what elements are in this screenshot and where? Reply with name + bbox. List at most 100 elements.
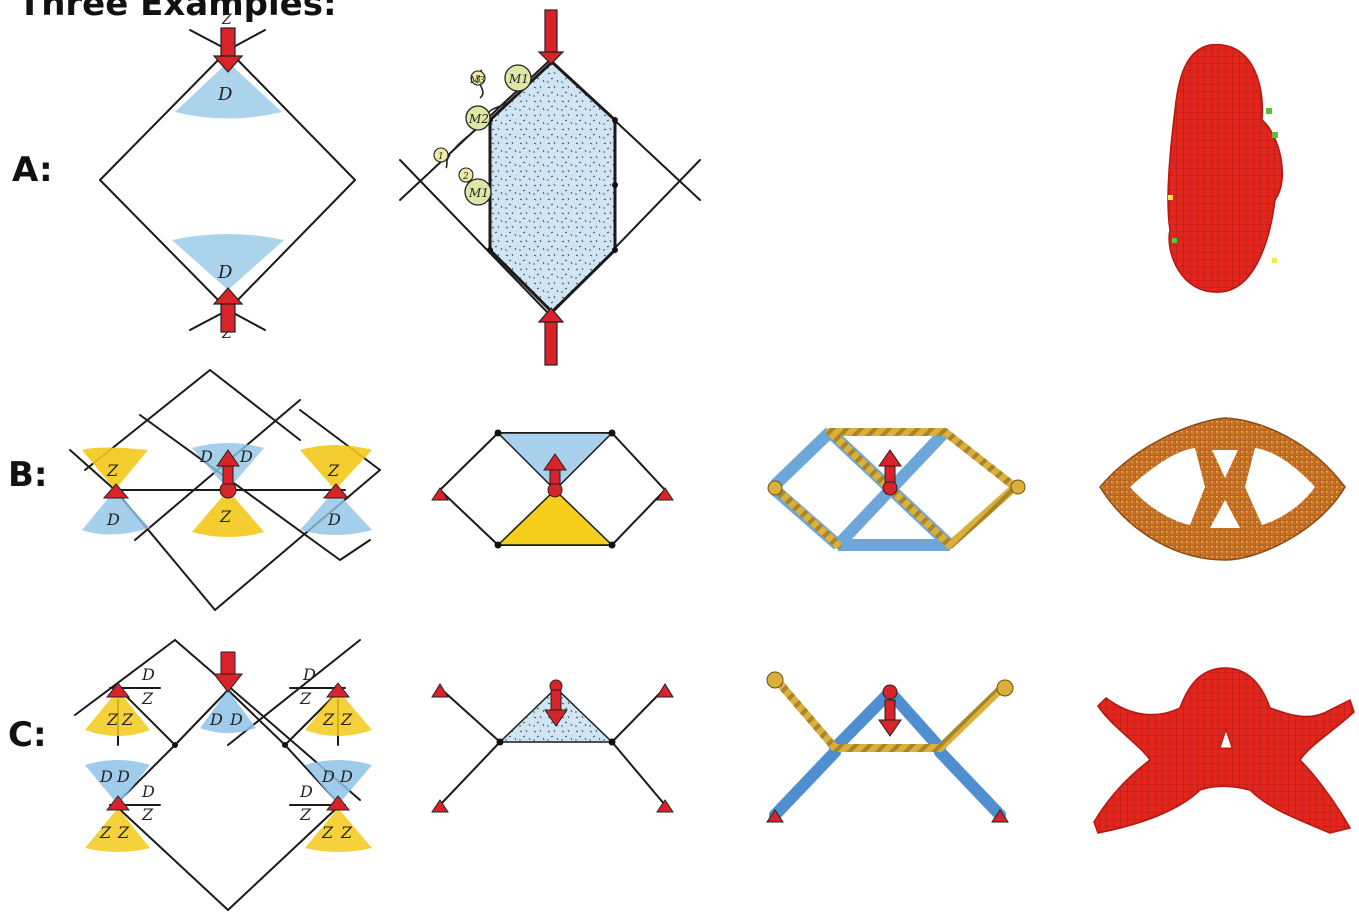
force-arrow — [220, 27, 236, 59]
mesh-void — [1210, 500, 1240, 528]
compression-mark: D — [339, 767, 353, 786]
compression-fan — [300, 490, 372, 535]
rope-knot — [1010, 479, 1026, 495]
row-label-c: C: — [8, 715, 47, 755]
node — [608, 541, 616, 549]
force-arrow-head — [212, 287, 244, 305]
mesh-element — [1272, 132, 1278, 138]
force-arrow-head — [543, 453, 567, 471]
row-a-fem-result — [1167, 43, 1283, 293]
compression-fan — [172, 234, 284, 290]
page-title: Three Examples: — [18, 0, 337, 24]
material-label: M2 — [468, 112, 489, 126]
support — [105, 682, 131, 698]
tension-mark: Z — [340, 823, 353, 842]
compression-mark: D — [302, 665, 316, 684]
force-arrow-head — [216, 449, 240, 467]
force-arrow-head — [212, 673, 244, 693]
rope-knot — [767, 480, 783, 496]
compression-mark: D — [199, 447, 213, 466]
compression-mark: D — [209, 710, 223, 729]
row-c-fem-result — [1093, 667, 1355, 834]
compression-mark: D — [141, 782, 155, 801]
force-arrow — [220, 301, 236, 333]
tension-mark: Z — [141, 805, 154, 824]
tension-mark: Z — [121, 710, 134, 729]
compression-mark: D — [217, 84, 233, 105]
support — [325, 795, 351, 811]
tension-fan — [85, 808, 150, 852]
tension-fan — [82, 447, 148, 490]
row-c-stress-field: D Z D Z Z Z Z Z D D D D D Z D D D Z Z Z … — [74, 639, 372, 911]
row-c-strut-tie — [431, 679, 674, 813]
force-arrow — [544, 319, 558, 366]
mesh-void — [1245, 448, 1315, 525]
material-label: 3 — [475, 75, 481, 85]
tension-mark: Z — [106, 710, 119, 729]
node — [172, 742, 178, 748]
row-a-truss-diamond: D D Z Z — [99, 12, 356, 342]
material-label: M3 — [469, 76, 485, 86]
compression-mark: D — [229, 710, 243, 729]
tension-mark: Z — [322, 710, 335, 729]
tension-mark: Z — [117, 823, 130, 842]
row-b-physical-model — [767, 427, 1026, 551]
material-label: M1 — [468, 186, 489, 200]
compression-fan — [82, 490, 150, 535]
mesh-shape — [1099, 417, 1346, 561]
tension-zone — [496, 488, 614, 546]
node — [608, 738, 616, 746]
support — [656, 799, 674, 813]
compression-mark: D — [327, 510, 341, 529]
mesh-void — [1212, 450, 1238, 478]
row-b-strut-tie — [431, 429, 674, 549]
material-label: 2 — [462, 172, 469, 182]
support — [431, 683, 449, 698]
node — [496, 738, 504, 746]
compression-fan — [305, 760, 372, 805]
tension-mark: Z — [299, 805, 312, 824]
support — [431, 799, 449, 813]
load-node — [547, 482, 563, 498]
row-b-stress-field: Z D D D Z Z D — [69, 369, 381, 611]
rope-knot — [996, 679, 1014, 697]
force-arrow-head — [878, 449, 902, 467]
compression-fan — [175, 62, 282, 119]
compression-fan — [85, 760, 150, 805]
tension-mark: Z — [299, 689, 312, 708]
force-arrow-head — [537, 307, 565, 323]
support — [656, 683, 674, 698]
mesh-void — [1219, 728, 1233, 749]
row-label-b: B: — [8, 455, 48, 495]
mesh-element — [1168, 195, 1173, 200]
tension-fan — [305, 690, 372, 736]
tension-mark: Z — [321, 823, 334, 842]
force-arrow-head — [212, 55, 244, 73]
tension-mark: Z — [221, 326, 232, 342]
node — [494, 429, 502, 437]
tension-mark: Z — [221, 12, 232, 28]
compression-mark: D — [239, 447, 253, 466]
tension-mark: Z — [99, 823, 112, 842]
mesh-void — [1130, 448, 1205, 525]
tension-fan — [305, 808, 372, 852]
compression-mark: D — [116, 767, 130, 786]
row-label-a: A: — [12, 150, 53, 190]
load-node — [882, 480, 898, 496]
tension-mark: Z — [219, 507, 232, 526]
node — [612, 247, 618, 253]
force-arrow — [544, 9, 558, 56]
support — [105, 795, 131, 811]
mesh-element — [1272, 258, 1277, 263]
support — [431, 487, 449, 501]
force-arrow-head — [878, 719, 902, 737]
row-a-material-model: M1 M2 M3 M1 1 2 3 — [399, 9, 701, 366]
mesh-shape — [1093, 667, 1355, 834]
material-label: 1 — [438, 152, 444, 162]
support — [325, 682, 351, 698]
node — [487, 247, 493, 253]
mesh-shape — [1167, 43, 1283, 293]
force-arrow — [220, 651, 236, 678]
material-markers: M1 M2 M3 M1 1 2 3 — [433, 64, 532, 206]
